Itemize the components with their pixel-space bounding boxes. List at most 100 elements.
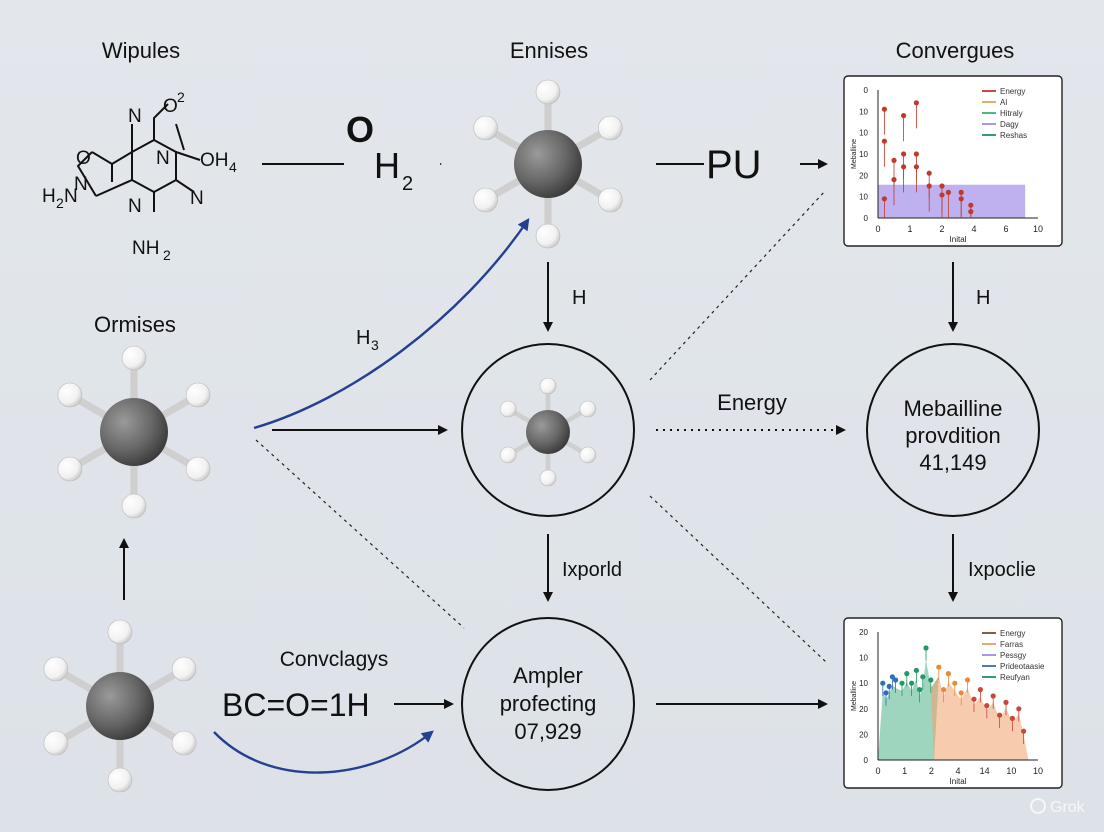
area-band [878, 184, 1026, 218]
data-point [941, 687, 947, 693]
formula-bc: BC=O=1H [222, 687, 370, 723]
x-tick-label: 4 [955, 766, 960, 776]
y-tick-label: 0 [864, 86, 869, 95]
data-point [945, 671, 952, 677]
data-point [1009, 715, 1016, 722]
molecule-bottom-left [43, 619, 197, 793]
atom-nh2: NH [132, 238, 159, 259]
hydrogen-atom [57, 382, 83, 408]
atom-n-mid: N [156, 148, 170, 169]
heading-ormises: Ormises [94, 312, 176, 337]
data-point [928, 677, 934, 683]
label-ixpoclie: Ixpoclie [968, 559, 1036, 581]
data-point [913, 100, 920, 106]
data-point [881, 138, 888, 144]
data-point [881, 196, 888, 202]
legend-label: Pessgy [1000, 651, 1026, 660]
data-point [1016, 706, 1022, 712]
ampler-line3: 07,929 [514, 719, 581, 744]
x-tick-label: 1 [902, 766, 907, 776]
heading-convergues: Convergues [896, 38, 1015, 63]
data-point [909, 680, 915, 686]
y-tick-label: 0 [864, 214, 869, 223]
hydrogen-atom [171, 730, 197, 756]
data-point [939, 183, 945, 189]
data-point [936, 664, 942, 670]
x-tick-label: 4 [971, 224, 976, 234]
legend-label: Hitraly [1000, 109, 1023, 118]
hydrogen-atom [598, 187, 623, 213]
watermark-text: Grok [1050, 799, 1086, 816]
data-point [965, 677, 971, 683]
x-axis-label: Inital [950, 777, 967, 786]
dotted-link-1 [649, 189, 827, 381]
legend-label: Energy [1000, 87, 1025, 96]
hydrogen-atom [57, 456, 83, 482]
legend-label: Farras [1000, 640, 1023, 649]
hydrogen-atom [107, 767, 133, 793]
data-point [968, 202, 974, 208]
atom-n-top: N [128, 106, 142, 127]
y-tick-label: 10 [859, 150, 868, 159]
data-point [899, 680, 905, 686]
hydrogen-atom [107, 619, 133, 645]
data-point [901, 113, 907, 119]
x-tick-label: 0 [875, 224, 880, 234]
data-point [886, 683, 892, 690]
meballine-line2: provdition [905, 423, 1000, 448]
data-point [913, 667, 920, 674]
ampler-line2: profecting [500, 691, 597, 716]
data-point [883, 690, 889, 696]
data-point [923, 645, 929, 651]
hydrogen-atom [535, 79, 561, 105]
label-h3-sub: 3 [371, 337, 379, 353]
hydrogen-atom [598, 115, 623, 141]
dotted-link-3 [255, 439, 465, 629]
y-tick-label: 20 [859, 730, 868, 739]
curve-arrow-h3 [253, 218, 530, 430]
curve-arrow-bottom [213, 730, 434, 774]
formula-h2-sub: 2 [402, 173, 413, 195]
hydrogen-atom [535, 223, 561, 249]
legend-label: Reshas [1000, 131, 1027, 140]
hydrogen-atom [579, 446, 597, 464]
dotted-link-2 [649, 495, 827, 663]
hydrogen-atom [43, 730, 69, 756]
data-point [977, 687, 984, 693]
data-point [984, 703, 990, 709]
label-h3: H [356, 327, 370, 349]
heading-wipules: Wipules [102, 38, 180, 63]
formula-h2: H [374, 145, 400, 186]
sub-nh2: 2 [163, 247, 171, 263]
x-tick-label: 0 [875, 766, 880, 776]
data-point [952, 680, 958, 686]
atom-o-left: O [76, 148, 91, 169]
atom-h2n-sub: 2 [56, 195, 64, 211]
node-center-circle [461, 343, 635, 517]
x-tick-label: 2 [939, 224, 944, 234]
data-point [997, 712, 1003, 718]
legend-label: Reufyan [1000, 673, 1030, 682]
data-point [1003, 699, 1009, 706]
hydrogen-atom [499, 446, 517, 464]
legend-label: Dagy [1000, 120, 1019, 129]
central-atom [86, 672, 154, 740]
hydrogen-atom [499, 400, 517, 418]
label-h-center: H [572, 287, 586, 309]
hydrogen-atom [43, 656, 69, 682]
y-tick-label: 10 [859, 654, 868, 663]
atom-n-bottom: N [128, 196, 142, 217]
hydrogen-atom [171, 656, 197, 682]
x-tick-label: 10 [1006, 766, 1016, 776]
grok-watermark: Grok [1030, 798, 1086, 816]
y-tick-label: 0 [864, 756, 869, 765]
x-tick-label: 1 [907, 224, 912, 234]
data-point [990, 693, 996, 699]
label-convclagys: Convclagys [280, 648, 389, 671]
y-tick-label: 20 [859, 171, 868, 180]
area-blue-green [878, 659, 939, 760]
central-atom [514, 130, 582, 198]
hydrogen-atom [121, 493, 147, 519]
x-axis-label: Inital [950, 235, 967, 244]
hydrogen-atom [539, 469, 557, 487]
